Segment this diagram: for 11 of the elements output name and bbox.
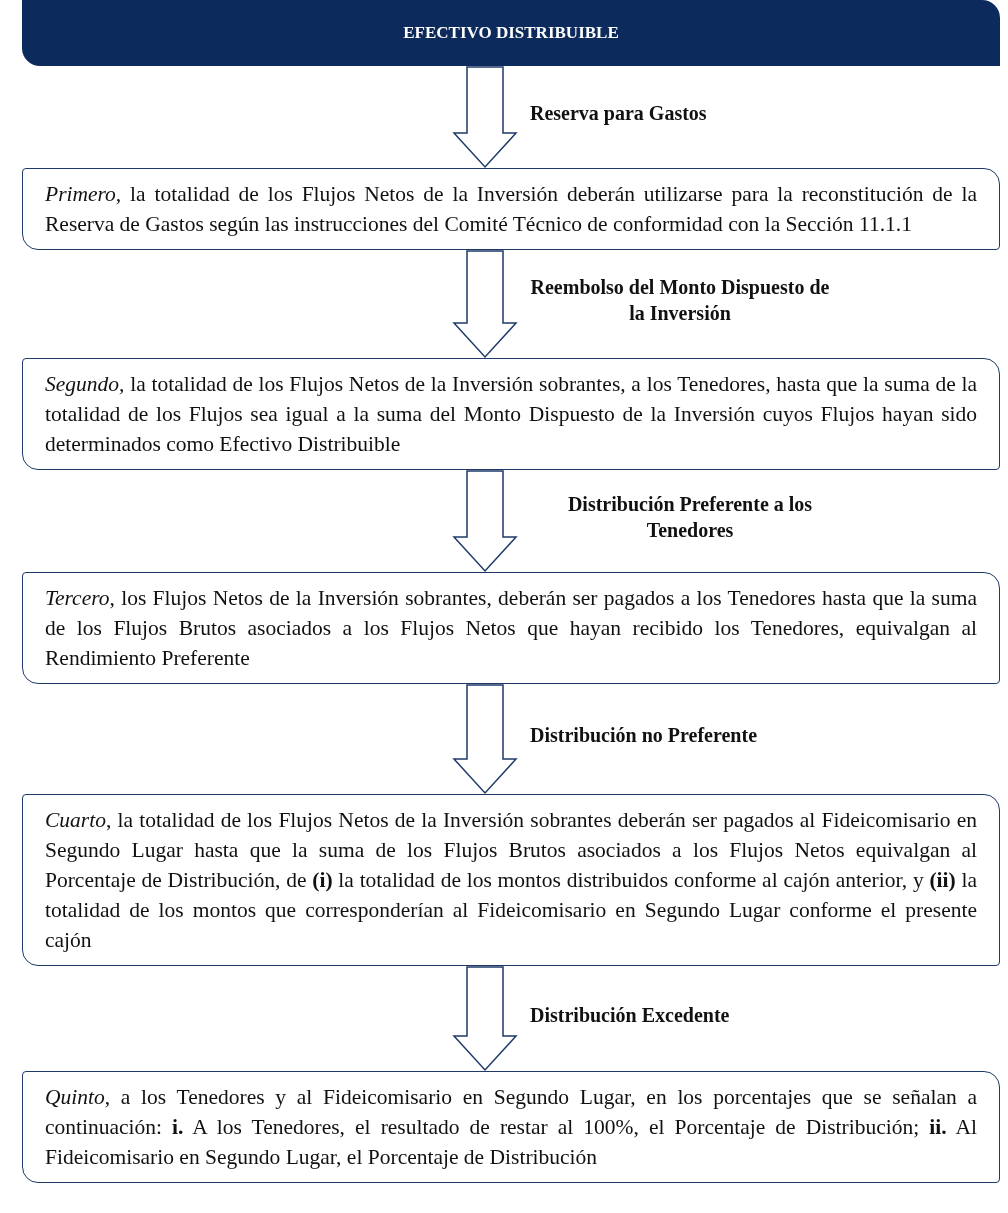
block-arrow	[452, 470, 518, 573]
block-arrow	[452, 684, 518, 795]
header-band: EFECTIVO DISTRIBUIBLE	[22, 0, 1000, 66]
step-box: Cuarto, la totalidad de los Flujos Netos de la Inversión sobrantes deberán ser pagados al Fideicomisario en Segundo Lugar hasta que la suma de los Flujos Brutos asociados a los Flujos Netos equivalgan al Porcentaje de Distribución, de (i) la totalidad de los montos distribuidos conforme al cajón anterior, y (ii) la totalidad de los montos que corresponderían al Fideicomisario en Segundo Lugar conforme el presente cajón	[22, 794, 1000, 966]
step-box: Quinto, a los Tenedores y al Fideicomisario en Segundo Lugar, en los porcentajes que se señalan a continuación: i. A los Tenedores, el resultado de restar al 100%, el Porcentaje de Distribución; ii. Al Fideicomisario en Segundo Lugar, el Porcentaje de Distribución	[22, 1071, 1000, 1183]
step-box: Segundo, la totalidad de los Flujos Netos de la Inversión sobrantes, a los Tenedores, hasta que la suma de la totalidad de los Flujos sea igual a la suma del Monto Dispuesto de la Inversión cuyos Flujos hayan sido determinados como Efectivo Distribuible	[22, 358, 1000, 470]
block-arrow	[452, 966, 518, 1072]
step-box: Primero, la totalidad de los Flujos Netos de la Inversión deberán utilizarse para la reconstitución de la Reserva de Gastos según las instrucciones del Comité Técnico de conformidad con la Sección 11.1.1	[22, 168, 1000, 250]
block-arrow	[452, 250, 518, 359]
block-arrow	[452, 66, 518, 169]
step-box: Tercero, los Flujos Netos de la Inversión sobrantes, deberán ser pagados a los Tenedores hasta que la suma de los Flujos Brutos asociados a los Flujos Netos que hayan recibido los Tenedores, equivalgan al Rendimiento Preferente	[22, 572, 1000, 684]
